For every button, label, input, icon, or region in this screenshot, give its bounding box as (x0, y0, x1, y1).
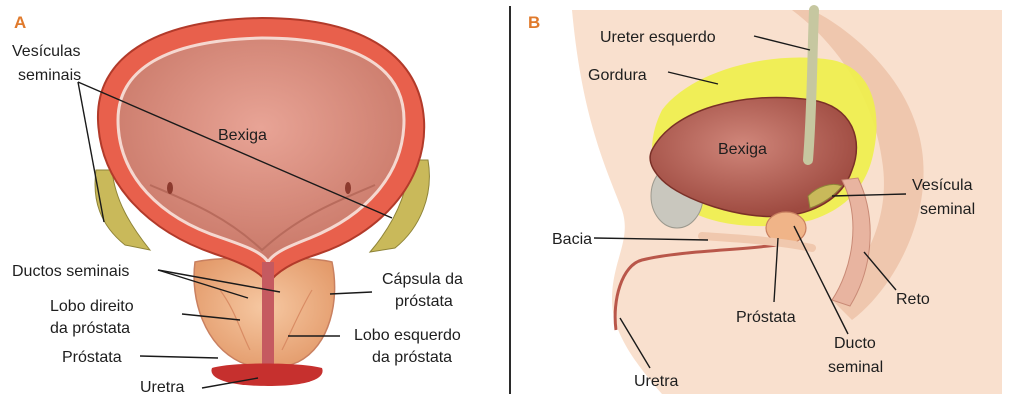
label-reto: Reto (896, 291, 930, 308)
label-vesiculas-line2: seminais (18, 67, 81, 84)
panel-b: B Ureter esquerdo Gordura Bexiga Vesícul… (512, 0, 1019, 394)
label-uretra: Uretra (634, 373, 679, 390)
panel-a-illustration: A Vesículas seminais Bexiga Ductos semin… (0, 0, 508, 394)
label-ducto-line2: seminal (828, 359, 883, 376)
label-gordura: Gordura (588, 67, 647, 84)
label-lobo-direito-line2: da próstata (50, 320, 130, 337)
label-vesicula-line2: seminal (920, 201, 975, 218)
label-ureter: Ureter esquerdo (600, 29, 716, 46)
label-capsula-line1: Cápsula da (382, 271, 463, 288)
left-ureter-orifice (167, 182, 173, 194)
label-prostata: Próstata (62, 349, 122, 366)
label-lobo-esquerdo-line1: Lobo esquerdo (354, 327, 461, 344)
label-ducto-line1: Ducto (834, 335, 876, 352)
label-vesiculas-line1: Vesículas (12, 43, 80, 60)
panel-b-illustration: B Ureter esquerdo Gordura Bexiga Vesícul… (512, 0, 1019, 394)
urethra-channel (262, 262, 274, 370)
panel-divider (509, 6, 511, 394)
arrow-prostata (140, 356, 218, 358)
label-bacia: Bacia (552, 231, 592, 248)
label-vesicula-line1: Vesícula (912, 177, 973, 194)
label-uretra: Uretra (140, 379, 185, 394)
label-bexiga: Bexiga (218, 127, 267, 144)
ureter-tube (808, 10, 814, 160)
panel-b-letter: B (528, 13, 540, 32)
label-bexiga: Bexiga (718, 141, 767, 158)
label-ductos: Ductos seminais (12, 263, 129, 280)
label-lobo-esquerdo-line2: da próstata (372, 349, 452, 366)
right-ureter-orifice (345, 182, 351, 194)
label-lobo-direito-line1: Lobo direito (50, 298, 134, 315)
arrow-capsula (330, 292, 372, 294)
label-prostata: Próstata (736, 309, 796, 326)
panel-a-letter: A (14, 13, 26, 32)
label-capsula-line2: próstata (395, 293, 453, 310)
panel-a: A Vesículas seminais Bexiga Ductos semin… (0, 0, 508, 394)
